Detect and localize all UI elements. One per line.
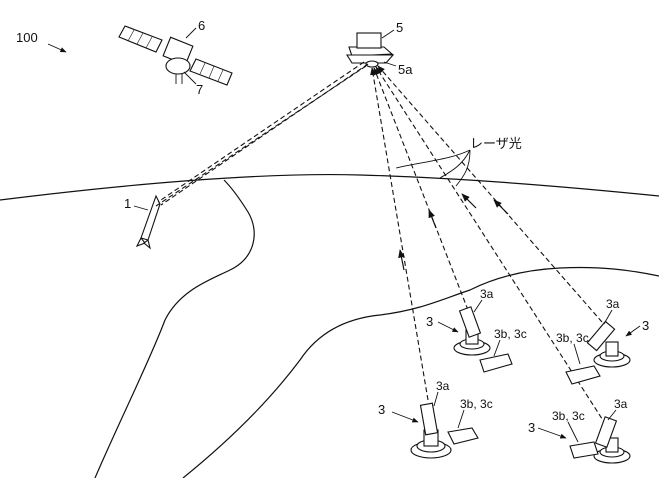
leader-1 (133, 205, 149, 211)
leader-7 (183, 71, 197, 85)
aircraft (346, 32, 395, 68)
emitter-label: 3a (606, 297, 620, 311)
laser-beams-up (370, 65, 607, 426)
station-label: 3 (378, 402, 385, 417)
equipment-label: 3b, 3c (552, 409, 585, 423)
satellite-label: 6 (198, 18, 205, 33)
antenna-label: 7 (196, 82, 203, 97)
emitter-label: 3a (614, 397, 628, 411)
aircraft-optics-label: 5a (398, 62, 413, 77)
leader-3a-b (473, 299, 483, 313)
leader-3bc-c (573, 343, 581, 365)
figure-label: 100 (16, 30, 38, 45)
ground-station (565, 320, 631, 385)
satellite (118, 25, 233, 86)
laser-beam-to-rocket (155, 61, 369, 207)
station-label: 3 (426, 314, 433, 329)
laser-light-label: レーザ光 (470, 136, 522, 151)
horizon-line (0, 173, 659, 201)
leader-3a-a (433, 391, 439, 407)
leader-3a-c (603, 309, 613, 325)
leader-100 (47, 43, 67, 53)
leader-3bc-a (457, 409, 465, 429)
equipment-label: 3b, 3c (460, 397, 493, 411)
leader-3-c (625, 325, 641, 337)
leader-3-d (537, 427, 567, 439)
ground-station (453, 306, 513, 373)
rocket (135, 194, 161, 250)
station-label: 3 (642, 318, 649, 333)
leader-3-a (391, 411, 419, 423)
rocket-label: 1 (124, 196, 131, 211)
leader-3bc-d (567, 421, 579, 443)
leader-5 (381, 29, 395, 39)
aircraft-label: 5 (396, 20, 403, 35)
equipment-label: 3b, 3c (494, 327, 527, 341)
equipment-label: 3b, 3c (556, 331, 589, 345)
emitter-label: 3a (436, 379, 450, 393)
leader-5a (383, 61, 397, 67)
leader-3-b (437, 321, 459, 333)
coastline (94, 179, 255, 478)
beam-arrow-1 (398, 249, 405, 271)
emitter-label: 3a (480, 287, 494, 301)
beam-arrow-4 (493, 199, 509, 215)
station-label: 3 (528, 420, 535, 435)
beam-arrow-2 (428, 209, 437, 229)
landmass-edge (182, 266, 659, 478)
ground-station (410, 402, 479, 459)
ground-station (569, 416, 631, 464)
leader-6 (185, 27, 197, 39)
laser-label-leader (395, 149, 471, 187)
beam-arrow-3 (461, 193, 477, 209)
leader-3a-d (607, 409, 617, 421)
leader-3bc-b (493, 339, 501, 357)
